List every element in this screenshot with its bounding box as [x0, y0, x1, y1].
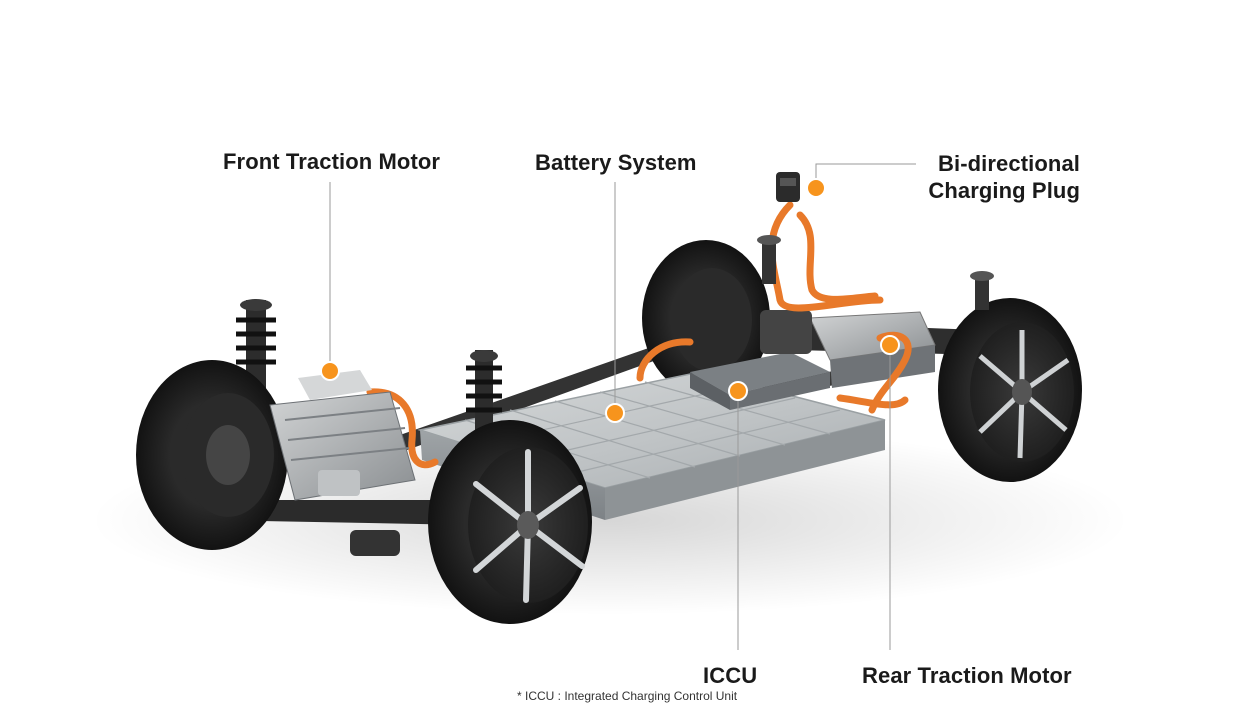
label-battery-system: Battery System — [535, 150, 697, 175]
label-rear-traction-motor: Rear Traction Motor — [862, 663, 1072, 688]
front-motor-housing — [269, 370, 416, 501]
label-front-traction-motor: Front Traction Motor — [223, 149, 441, 174]
marker-battery — [605, 403, 625, 423]
label-charging-plug-line2: Charging Plug — [928, 178, 1080, 203]
front-left-wheel — [136, 360, 288, 550]
iccu-unit — [690, 352, 830, 410]
charging-plug-assembly — [776, 172, 800, 202]
footnote-iccu: * ICCU : Integrated Charging Control Uni… — [517, 689, 738, 703]
rear-right-wheel — [938, 298, 1082, 482]
marker-front-motor — [320, 361, 340, 381]
marker-iccu — [728, 381, 748, 401]
marker-rear-motor — [880, 335, 900, 355]
leader-lines — [329, 163, 916, 650]
marker-charging-plug — [806, 178, 826, 198]
label-charging-plug-line1: Bi-directional — [938, 151, 1080, 176]
rear-right-suspension — [970, 271, 994, 310]
rear-left-suspension — [757, 235, 781, 284]
label-iccu: ICCU — [703, 663, 758, 688]
leader-charging-plug — [815, 163, 916, 188]
front-right-wheel — [428, 420, 592, 624]
front-right-suspension — [466, 350, 502, 440]
rear-left-wheel — [642, 240, 770, 396]
callout-markers — [320, 178, 900, 423]
